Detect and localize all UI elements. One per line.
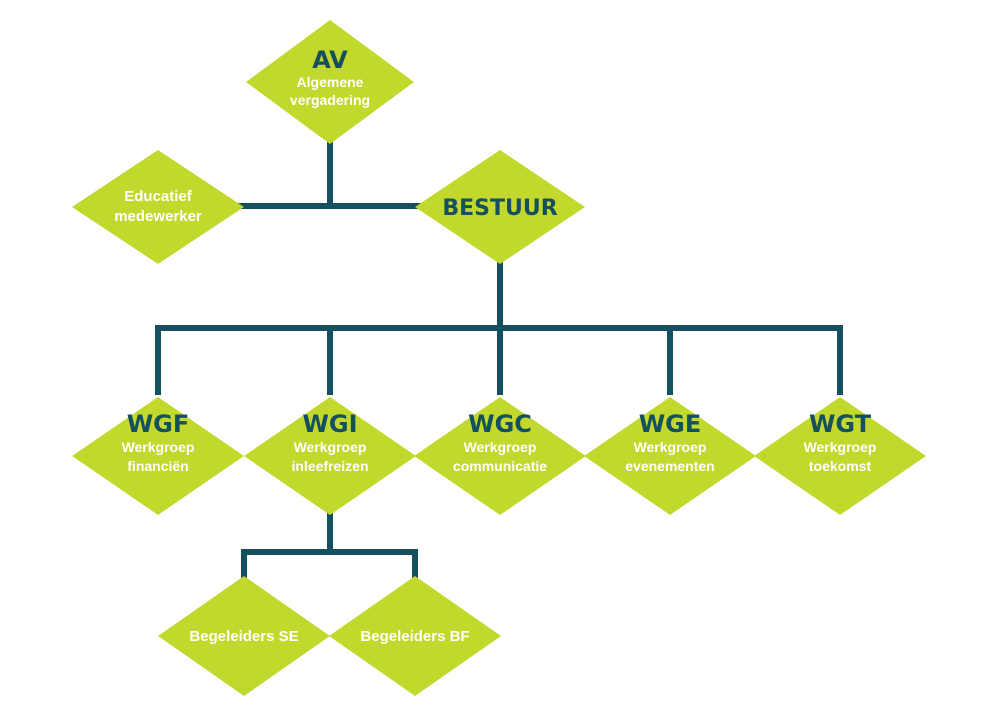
- wgc-line2: communicatie: [453, 458, 547, 474]
- wgt-abbr: WGT: [809, 410, 872, 438]
- node-bestuur: BESTUUR: [415, 150, 585, 264]
- wgi-line1: Werkgroep: [294, 439, 367, 455]
- av-line2: vergadering: [290, 92, 370, 108]
- wgt-line1: Werkgroep: [804, 439, 877, 455]
- wgf-abbr: WGF: [127, 410, 190, 438]
- connectors: [155, 137, 843, 583]
- node-wge: WGE Werkgroep evenementen: [584, 397, 756, 515]
- wgc-line1: Werkgroep: [464, 439, 537, 455]
- diamond-educatief: [72, 150, 244, 264]
- diamond-begeleiders-bf: [329, 576, 501, 696]
- educatief-line1: Educatief: [124, 188, 193, 205]
- node-wgt: WGT Werkgroep toekomst: [754, 397, 926, 515]
- node-begeleiders-bf: Begeleiders BF: [329, 576, 501, 696]
- wge-line2: evenementen: [625, 458, 714, 474]
- node-wgc: WGC Werkgroep communicatie: [414, 397, 586, 515]
- diamond-wgc: [414, 397, 586, 515]
- node-begeleiders-se: Begeleiders SE: [158, 576, 330, 696]
- wgt-line2: toekomst: [809, 458, 872, 474]
- diamond-wgf: [72, 397, 244, 515]
- wgf-line2: financiën: [127, 458, 188, 474]
- wgi-line2: inleefreizen: [291, 458, 368, 474]
- av-abbr: AV: [312, 46, 348, 74]
- wge-line1: Werkgroep: [634, 439, 707, 455]
- begeleiders-bf-label: Begeleiders BF: [360, 628, 469, 645]
- bestuur-abbr: BESTUUR: [442, 196, 557, 221]
- node-av: AV Algemene vergadering: [246, 20, 414, 144]
- diamond-av: [246, 20, 414, 144]
- diamond-wgi: [244, 397, 416, 515]
- diamond-wge: [584, 397, 756, 515]
- educatief-line2: medewerker: [114, 208, 202, 225]
- node-wgi: WGI Werkgroep inleefreizen: [244, 397, 416, 515]
- node-educatief-medewerker: Educatief medewerker: [72, 150, 244, 264]
- diamond-begeleiders-se: [158, 576, 330, 696]
- av-line1: Algemene: [297, 74, 364, 90]
- wgi-abbr: WGI: [302, 410, 357, 438]
- wgf-line1: Werkgroep: [122, 439, 195, 455]
- wgc-abbr: WGC: [468, 410, 532, 438]
- diamond-bestuur: [415, 150, 585, 264]
- wge-abbr: WGE: [639, 410, 702, 438]
- begeleiders-se-label: Begeleiders SE: [189, 628, 298, 645]
- node-wgf: WGF Werkgroep financiën: [72, 397, 244, 515]
- diamond-wgt: [754, 397, 926, 515]
